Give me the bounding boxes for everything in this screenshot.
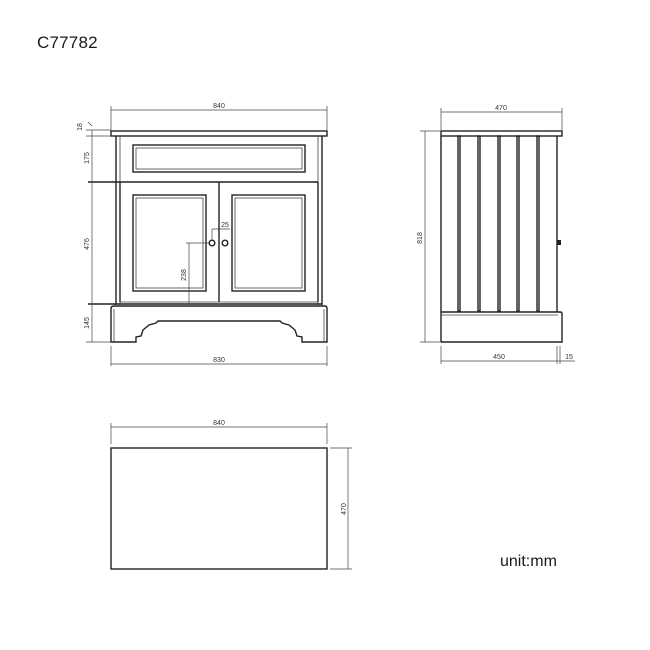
door-height-label: 476 xyxy=(84,238,91,250)
top-view: 840 470 xyxy=(110,420,352,570)
unit-label: unit:mm xyxy=(500,553,557,570)
total-height-label: 818 xyxy=(417,232,424,244)
side-top-depth-label: 470 xyxy=(495,105,507,112)
product-code: C77782 xyxy=(37,33,98,52)
knob-icon xyxy=(208,239,216,247)
top-view-depth-label: 470 xyxy=(341,503,348,515)
front-view: 840 25 238 xyxy=(77,103,328,366)
side-knob-icon xyxy=(557,240,561,245)
knob-offset-label: 25 xyxy=(221,222,229,229)
knob-icon xyxy=(221,239,229,247)
base-height-label: 145 xyxy=(84,317,91,329)
base-width-label: 830 xyxy=(213,357,225,364)
top-thickness-label: 18 xyxy=(77,123,84,131)
top-view-width-label: 840 xyxy=(213,420,225,427)
knob-height-label: 238 xyxy=(181,269,188,281)
drawer-height-label: 175 xyxy=(84,152,91,164)
body-depth-label: 450 xyxy=(493,354,505,361)
front-top-width-label: 840 xyxy=(213,103,225,110)
side-view: 470 818 450 15 xyxy=(417,105,575,364)
overhang-label: 15 xyxy=(565,354,573,361)
